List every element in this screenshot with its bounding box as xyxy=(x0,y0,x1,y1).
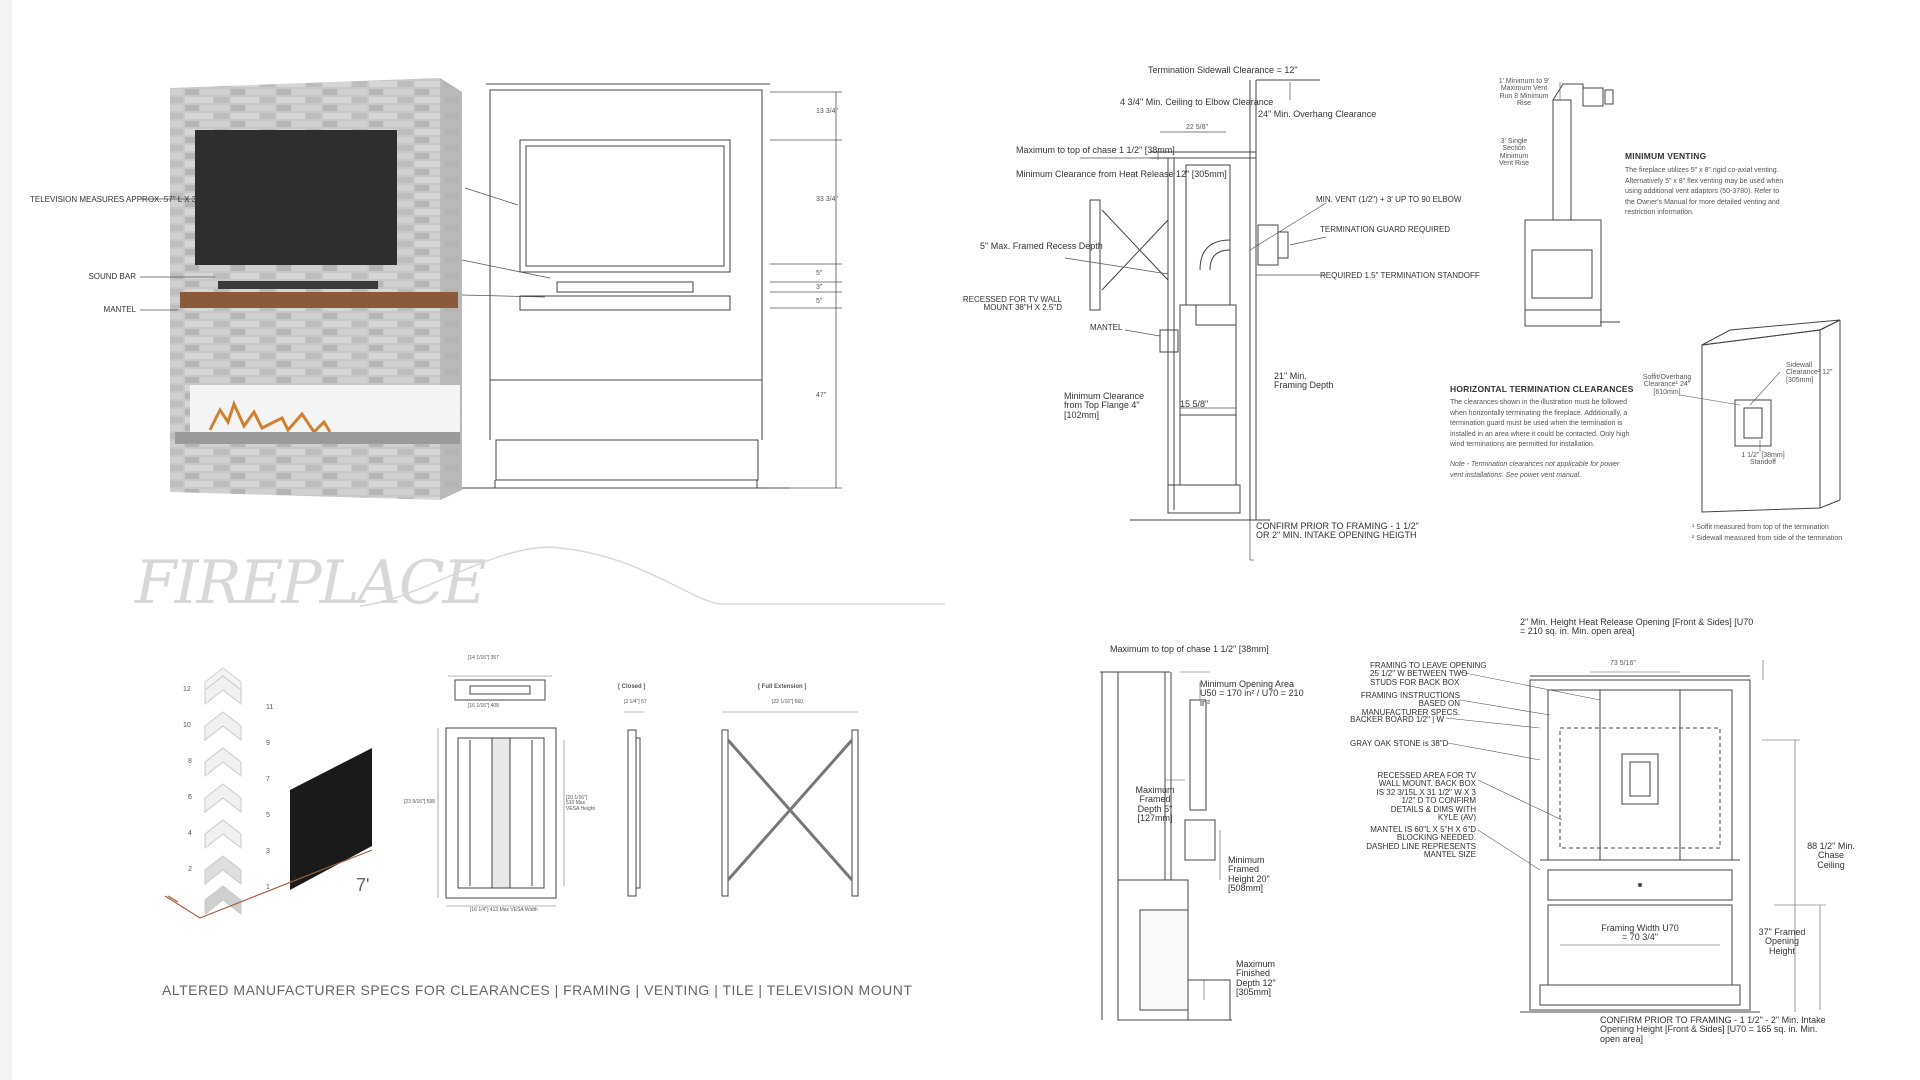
tile-num-3: 3 xyxy=(266,848,270,855)
mount-closed-label: [ Closed ] xyxy=(618,684,646,690)
tile-num-6: 6 xyxy=(188,794,192,801)
label-22-5-8: 22 5/8" xyxy=(1186,124,1208,131)
label-framing-leave: FRAMING TO LEAVE OPENING 25 1/2" W BETWE… xyxy=(1370,661,1487,687)
tile-num-10: 10 xyxy=(183,722,191,729)
label-min-vent: MIN. VENT (1/2") + 3' UP TO 90 ELBOW xyxy=(1316,195,1462,204)
label-soffit-clearance: Soffit/Overhang Clearance¹ 24" [610mm] xyxy=(1642,374,1692,396)
tile-chevron-stack xyxy=(205,676,241,914)
firebox-opening xyxy=(190,385,460,435)
fireplace-rendering-and-elevation xyxy=(0,78,900,500)
dim-13-3-4: 13 3/4" xyxy=(816,108,838,115)
tv-screen xyxy=(195,130,397,265)
tile-width-7ft: 7' xyxy=(356,875,370,895)
label-front-top-heat-release: 2" Min. Height Heat Release Opening [Fro… xyxy=(1520,617,1754,637)
label-single-section: 3' Single Section Minimum Vent Rise xyxy=(1499,138,1529,168)
label-mantel-side: MANTEL xyxy=(1090,323,1123,332)
label-framing-width: Framing Width U70 = 70 3/4" xyxy=(1601,923,1679,943)
sound-bar xyxy=(218,281,378,289)
mount-bottom-dim: [16 1/4"] 413 Max VESA Width xyxy=(470,907,538,913)
label-recessed-area: RECESSED AREA FOR TV WALL MOUNT. BACK BO… xyxy=(1376,771,1477,822)
tile-num-5: 5 xyxy=(266,812,270,819)
label-ceiling-elbow: 4 3/4" Min. Ceiling to Elbow Clearance xyxy=(1120,97,1274,107)
mount-left-dim: [23 9/16"] 598 xyxy=(404,799,435,805)
tile-num-8: 8 xyxy=(188,758,192,765)
label-front-dim-top: 73 5/16" xyxy=(1610,660,1636,667)
label-television: TELEVISION MEASURES APPROX. 57" L X 32.7… xyxy=(30,195,225,204)
text-horizontal-termination: The clearances shown in the illustration… xyxy=(1450,399,1630,448)
label-s2-max-finished: Maximum Finished Depth 12" [305mm] xyxy=(1236,959,1276,998)
label-confirm-intake: CONFIRM PRIOR TO FRAMING - 1 1/2" OR 2" … xyxy=(1256,521,1419,541)
section-2-drawing xyxy=(0,0,1300,1040)
side-section-drawing xyxy=(0,0,1440,570)
mount-full-label: [ Full Extension ] xyxy=(758,684,807,690)
label-15-5-8: 15 5/8" xyxy=(1180,399,1209,409)
label-sidewall-clearance: Sidewall Clearance² 12" [305mm] xyxy=(1786,362,1833,384)
tv-mount-drawings xyxy=(0,0,900,960)
label-gray-oak: GRAY OAK STONE is 38"D xyxy=(1350,739,1449,748)
label-standoff: 1 1/2" [38mm] Standoff xyxy=(1741,452,1785,467)
label-top-flange: Minimum Clearance from Top Flange 4" [10… xyxy=(1064,391,1145,420)
tile-num-4: 4 xyxy=(188,830,192,837)
label-front-confirm: CONFIRM PRIOR TO FRAMING - 1 1/2" - 2" M… xyxy=(1600,1015,1826,1044)
tile-num-9: 9 xyxy=(266,740,270,747)
tile-num-7: 7 xyxy=(266,776,270,783)
title-swoosh xyxy=(0,0,960,640)
label-framed-opening: 37" Framed Opening Height xyxy=(1758,927,1806,956)
text-horizontal-note: Note - Termination clearances not applic… xyxy=(1450,461,1620,479)
label-mantel: MANTEL xyxy=(103,305,136,314)
heading-minimum-venting: MINIMUM VENTING xyxy=(1625,151,1707,161)
label-termination-sidewall: Termination Sidewall Clearance = 12" xyxy=(1148,65,1298,75)
tile-layout-diagram xyxy=(0,0,400,960)
label-s2-min-framed-height: Minimum Framed Height 20" [508mm] xyxy=(1228,855,1270,894)
footnote-soffit: ¹ Soffit measured from top of the termin… xyxy=(1692,524,1829,531)
tile-num-1: 1 xyxy=(266,884,270,891)
dim-5-b: 5" xyxy=(816,298,823,305)
mount-top-dim: [14 1/16"] 357 xyxy=(468,655,499,661)
label-framing-depth: 21" Min. Framing Depth xyxy=(1274,371,1334,391)
footnote-sidewall: ² Sidewall measured from side of the ter… xyxy=(1692,535,1843,542)
label-required-standoff: REQUIRED 1.5" TERMINATION STANDOFF xyxy=(1320,271,1480,280)
tile-black-panel xyxy=(290,748,372,890)
label-s2-max-chase: Maximum to top of chase 1 1/2" [38mm] xyxy=(1110,644,1269,654)
tile-num-2: 2 xyxy=(188,866,192,873)
label-backer-board: BACKER BOARD 1/2" | W xyxy=(1350,715,1444,724)
text-minimum-venting: The fireplace utilizes 5" x 8" rigid co-… xyxy=(1625,167,1784,216)
dim-33-3-4: 33 3/4" xyxy=(816,196,838,203)
label-overhang: 24" Min. Overhang Clearance xyxy=(1258,109,1377,119)
tile-num-11: 11 xyxy=(266,704,274,711)
page-margin-strip xyxy=(0,0,12,1080)
fireplace-title: FIREPLACE xyxy=(135,548,487,618)
page-caption: ALTERED MANUFACTURER SPECS FOR CLEARANCE… xyxy=(162,982,913,998)
label-termination-guard: TERMINATION GUARD REQUIRED xyxy=(1320,225,1451,234)
label-framed-recess: 5" Max. Framed Recess Depth xyxy=(980,241,1103,251)
mount-inner-dim: [16 1/16"] 408 xyxy=(468,703,499,709)
mount-closed-dim: [2 1/4"] 57 xyxy=(624,699,647,705)
label-s2-min-opening: Minimum Opening Area U50 = 170 in² / U70… xyxy=(1200,679,1304,708)
label-sound-bar: SOUND BAR xyxy=(88,272,136,281)
label-recessed-tv: RECESSED FOR TV WALL MOUNT 38"H X 2.5"D xyxy=(962,295,1062,313)
tile-num-12: 12 xyxy=(183,686,191,693)
label-s2-max-framed: Maximum Framed Depth 5" [127mm] xyxy=(1135,785,1175,824)
mount-full-dim: [22 1/16"] 560 xyxy=(772,699,803,705)
dim-3: 3" xyxy=(816,284,823,291)
label-max-to-chase: Maximum to top of chase 1 1/2" [38mm] xyxy=(1016,145,1175,155)
mantel-beam xyxy=(180,292,458,308)
label-framing-instr: FRAMING INSTRUCTIONS BASED ON MANUFACTUR… xyxy=(1360,691,1460,717)
dim-47: 47" xyxy=(816,392,827,399)
heading-horizontal-termination: HORIZONTAL TERMINATION CLEARANCES xyxy=(1450,384,1634,394)
dim-5-a: 5" xyxy=(816,270,823,277)
venting-diagrams xyxy=(0,0,1920,560)
label-vent-run: 1' Minimum to 9' Maximum Vent Run 8 Mini… xyxy=(1498,78,1550,108)
label-mantel-front: MANTEL IS 60"L X 5"H X 6"D BLOCKING NEED… xyxy=(1366,825,1476,860)
mount-right-dim: [20 1/16"] 510 Max VESA Height xyxy=(566,795,595,812)
label-chase-ceiling: 88 1/2" Min. Chase Ceiling xyxy=(1807,841,1855,870)
